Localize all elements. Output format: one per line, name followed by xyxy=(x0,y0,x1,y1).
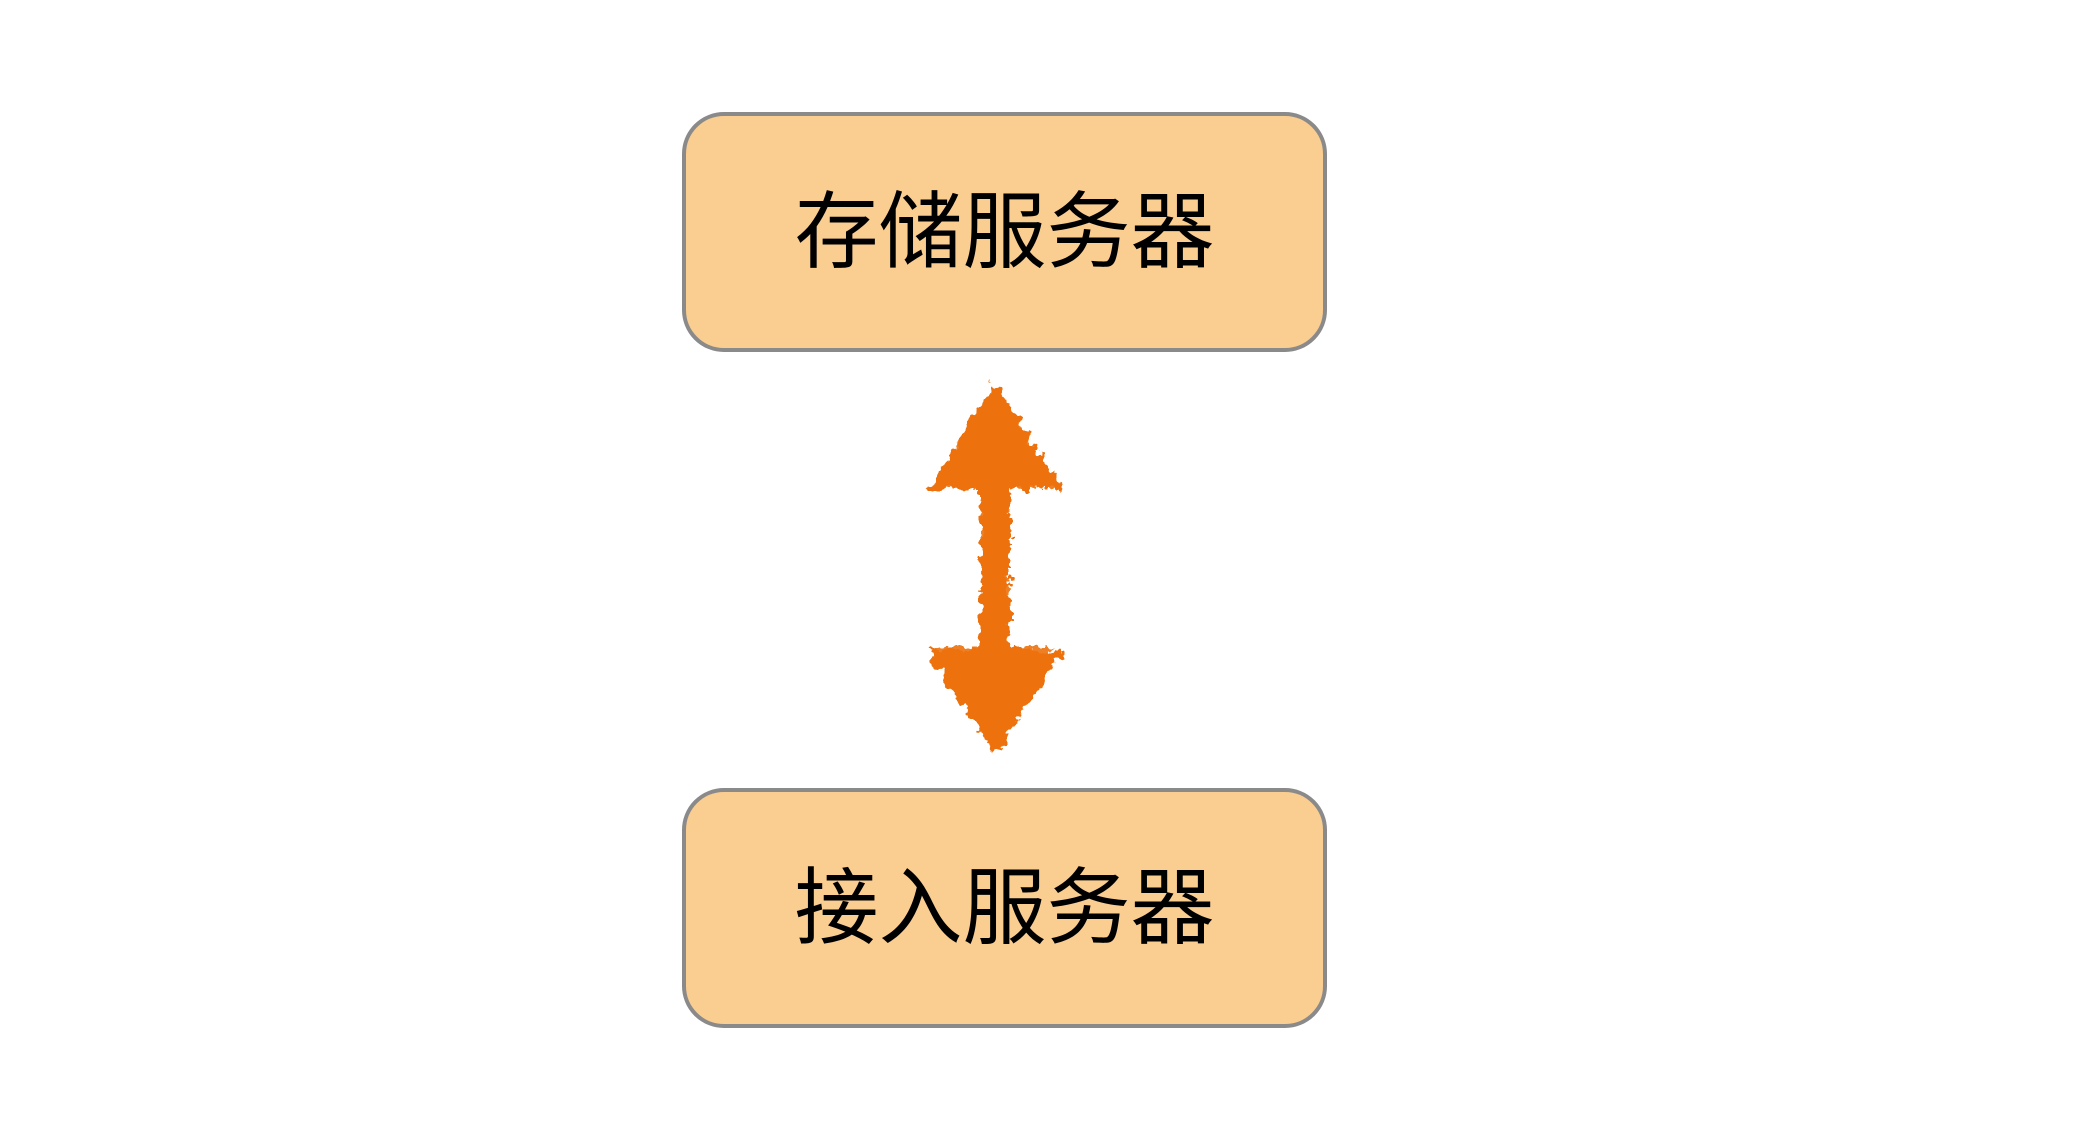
double-arrow-icon xyxy=(927,383,1063,755)
double-arrow-shape-overlay xyxy=(933,389,1055,747)
node-storage-server: 存储服务器 xyxy=(682,112,1327,352)
node-access-server: 接入服务器 xyxy=(682,788,1327,1028)
node-storage-server-label: 存储服务器 xyxy=(794,185,1215,279)
node-access-server-label: 接入服务器 xyxy=(794,861,1215,955)
